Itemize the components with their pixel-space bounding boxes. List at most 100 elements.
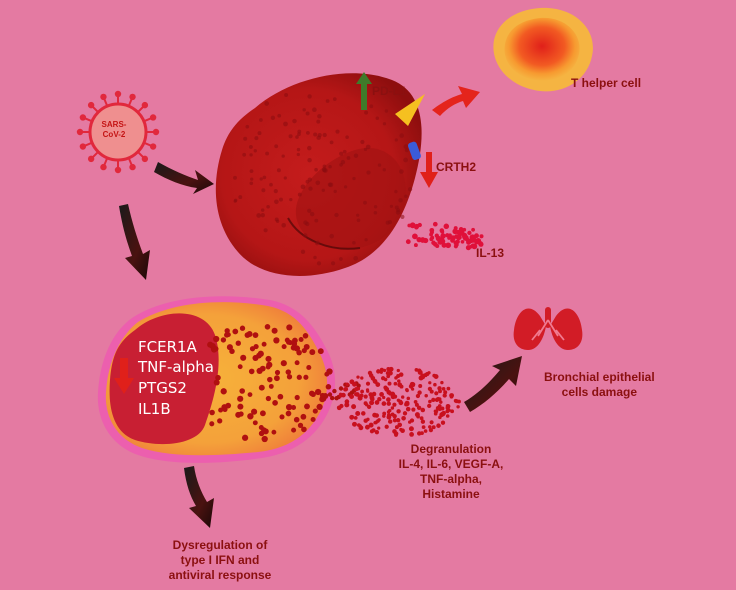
granule [379,370,383,374]
granule [470,236,477,243]
virus-spike-tip [141,101,149,109]
granule [345,382,349,386]
granule [428,427,434,433]
granule [440,406,445,411]
granule [363,418,368,423]
granule [400,428,405,434]
granule [312,408,318,414]
granule [428,425,432,429]
granule [420,419,426,424]
granule [355,392,360,397]
granule [262,175,267,180]
granule [285,403,293,411]
granule [224,328,230,334]
granule [393,381,398,386]
granule [399,169,404,174]
granule [383,377,388,382]
granule [215,374,221,381]
granule [429,237,434,242]
granule [353,153,359,158]
granule [328,165,332,169]
granule [338,386,344,391]
granule [251,408,258,415]
granule [239,388,246,394]
granule [434,391,439,396]
granule [316,119,321,124]
granule [213,379,220,386]
granule [238,411,244,417]
granule [387,370,393,376]
virus-spike-tip [114,166,122,174]
granule [352,176,356,181]
granule [263,228,268,233]
granule [396,409,401,414]
granule [237,403,244,410]
granule [296,147,301,152]
granule [316,240,320,244]
granule [238,195,243,200]
granule [309,211,315,217]
granule [295,135,299,139]
granule [405,406,411,412]
granule [291,405,297,410]
granule [304,403,310,410]
granule [413,400,418,404]
granule [419,416,424,421]
granule [437,397,442,401]
granule [298,337,304,342]
granule [317,348,324,355]
granule [300,413,307,420]
granule [297,192,302,197]
virus-spike-tip [152,128,160,136]
granule [374,400,380,405]
granule [297,422,304,429]
granule [363,200,367,205]
granule [314,388,322,396]
granule [407,223,412,228]
granule [314,167,318,172]
granule [386,413,392,418]
granule [249,181,254,186]
granule [266,205,270,209]
granule [343,387,349,392]
granule [374,430,380,435]
granule [301,426,307,433]
granule [276,168,281,173]
granule [384,109,389,113]
granule [390,394,396,400]
granule [308,186,313,191]
granule [360,139,365,145]
granule [317,114,322,119]
granule [247,392,253,398]
pd-l1-label: PD-L1 [372,84,407,98]
granule [392,402,397,407]
granule [388,391,393,396]
granule [353,256,358,261]
granule [265,395,272,402]
granule [220,388,227,395]
granule [332,97,337,101]
granule [364,424,370,430]
granule [340,159,346,165]
granule [313,132,318,137]
granule [300,184,306,190]
granule [281,154,285,158]
granule [434,233,439,238]
crth2-down-arrow [420,152,438,188]
granule [332,388,337,394]
basophil-to-dysregulation-arrow [184,466,214,528]
granule [254,136,259,141]
granule [439,228,445,233]
granule [379,392,384,397]
granule [241,434,249,441]
granule [432,241,438,247]
granule [377,397,382,402]
granule [412,233,418,240]
granule [266,361,273,368]
granule [399,133,405,138]
granule [420,407,426,413]
granule [328,182,334,188]
granule [207,341,214,348]
granule [300,249,306,255]
virus-spike-tip [149,114,157,121]
